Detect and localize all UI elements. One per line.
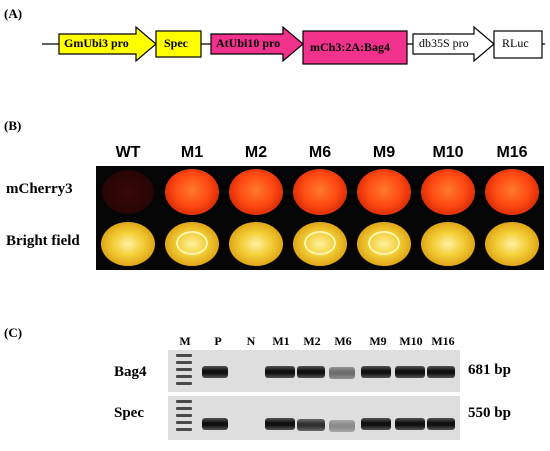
band-spec-m2 (297, 419, 325, 431)
band-spec-m10 (395, 418, 425, 430)
seed-image-m1-mcherry (160, 166, 224, 218)
col-head-m16: M16 (496, 144, 528, 161)
band-bag4-m1 (265, 366, 295, 378)
db35s-label: db35S pro (419, 36, 469, 50)
lane-head-n: N (246, 334, 256, 348)
seed-image-wt-mcherry (96, 166, 160, 218)
lane-head-m10: M10 (399, 334, 423, 348)
seed-image-m2-bright (224, 218, 288, 270)
band-bag4-p (202, 366, 228, 378)
seed-image-m9-bright (352, 218, 416, 270)
lane-head-m1: M1 (272, 334, 290, 348)
lane-head-m16: M16 (431, 334, 455, 348)
lane-head-m2: M2 (303, 334, 321, 348)
db35s-promoter-arrow (412, 25, 495, 63)
atubi10-promoter-arrow (210, 25, 304, 63)
seed-image-m10-mcherry (416, 166, 480, 218)
mch3-bag4-label: mCh3:2A:Bag4 (310, 40, 390, 54)
atubi10-label: AtUbi10 pro (216, 36, 281, 50)
gmubi3-label: GmUbi3 pro (64, 36, 129, 50)
lane-head-p: P (214, 334, 222, 348)
seed-image-m6-mcherry (288, 166, 352, 218)
gmubi3-promoter-arrow (58, 25, 157, 63)
panel-b-label: (B) (4, 118, 22, 133)
band-bag4-m16 (427, 366, 455, 378)
lane-head-m: M (179, 334, 191, 348)
seed-image-m1-bright (160, 218, 224, 270)
col-head-m1: M1 (180, 144, 204, 161)
lane-head-m6: M6 (334, 334, 352, 348)
panel-c-label: (C) (4, 325, 23, 340)
rluc-box (493, 30, 543, 59)
gel-label-spec: Spec (114, 405, 144, 421)
seed-image-wt-bright (96, 218, 160, 270)
col-head-wt: WT (115, 144, 141, 161)
band-spec-m1 (265, 418, 295, 430)
band-spec-p (202, 418, 228, 430)
seed-image-m16-mcherry (480, 166, 544, 218)
band-spec-m9 (361, 418, 391, 430)
gel-image-spec (168, 396, 460, 440)
gel-image-bag4 (168, 350, 460, 392)
col-head-m6: M6 (308, 144, 332, 161)
band-spec-m6 (329, 420, 355, 432)
seed-image-m6-bright (288, 218, 352, 270)
construct-diagram (42, 25, 545, 65)
col-head-m9: M9 (372, 144, 396, 161)
bp-label-spec: 550 bp (468, 405, 511, 421)
bp-label-bag4: 681 bp (468, 362, 511, 378)
seed-image-m9-mcherry (352, 166, 416, 218)
seed-image-m16-bright (480, 218, 544, 270)
seed-image-m2-mcherry (224, 166, 288, 218)
spec-label: Spec (164, 36, 188, 50)
band-bag4-m6 (329, 367, 355, 379)
band-bag4-m10 (395, 366, 425, 378)
mch3-bag4-box (302, 30, 408, 65)
col-head-m2: M2 (244, 144, 268, 161)
row-label-bright-field: Bright field (6, 233, 80, 249)
lane-head-m9: M9 (369, 334, 387, 348)
band-bag4-m9 (361, 366, 391, 378)
band-spec-m16 (427, 418, 455, 430)
row-label-mcherry3: mCherry3 (6, 181, 73, 197)
gel-label-bag4: Bag4 (114, 364, 147, 380)
seed-image-m10-bright (416, 218, 480, 270)
col-head-m10: M10 (432, 144, 464, 161)
band-bag4-m2 (297, 366, 325, 378)
panel-a-label: (A) (4, 6, 23, 21)
rluc-label: RLuc (502, 36, 529, 50)
spec-box (155, 30, 202, 58)
